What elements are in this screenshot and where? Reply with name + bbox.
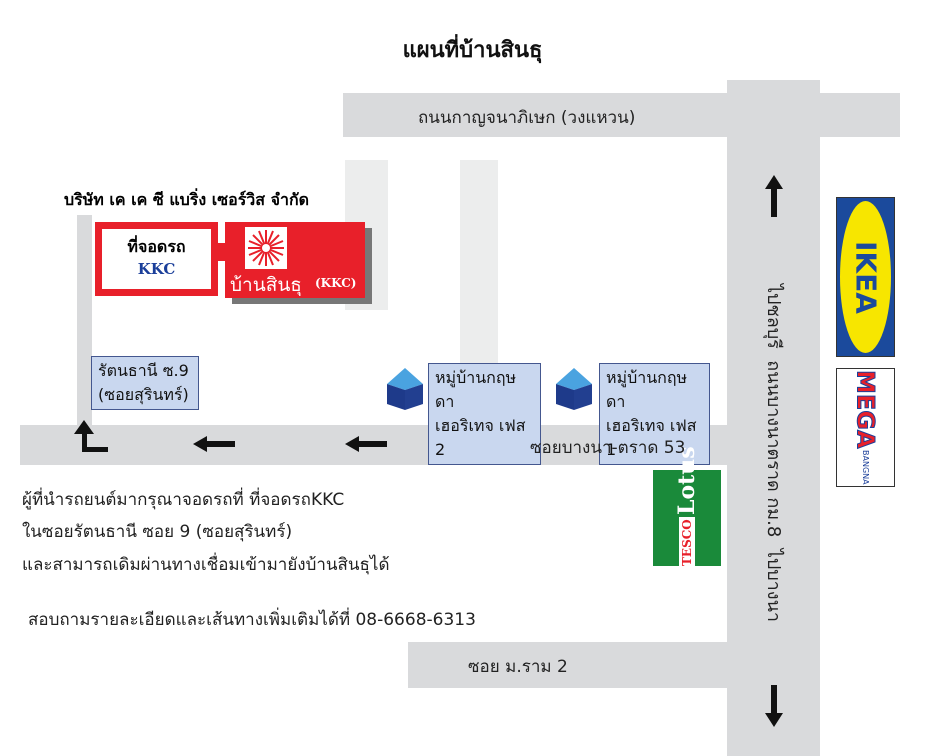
connector [218,243,226,261]
village-phase2-label: หมู่บ้านกฤษดา เฮอริเทจ เฟส 2 [428,363,541,465]
ram2-road: ซอย ม.ราม 2 [408,642,728,688]
arrow-left-icon [193,436,235,452]
company-name: บริษัท เค เค ซี แบริ่ง เซอร์วิส จำกัด [64,190,310,209]
road-label: ไปชลบุรี ถนนบางนาตราด กม.8 ไปบางนา [763,283,784,622]
parking-kkc: KKC [137,260,176,278]
note-line: ในซอยรัตนธานี ซอย 9 (ซอยสุรินทร์) [22,522,293,542]
parking-sign: ที่จอดรถ KKC [95,222,218,296]
building-sign: บ้านสินธุ (KKC) [225,222,365,298]
soi9-line1: รัตนธานี ซ.9 [98,361,189,380]
village2-line2: เฮอริเทจ เฟส 2 [435,416,526,459]
mega-bangna-logo: MEGA BANGNA [836,368,895,487]
road-label: ถนนกาญจนาภิเษก (วงแหวน) [418,108,636,128]
road-label: ซอยบางนา-ตราด 53 [530,438,686,458]
soi9-line2: (ซอยสุรินทร์) [98,385,189,404]
contact-info: สอบถามรายละเอียดและเส้นทางเพิ่มเติมได้ที… [28,610,476,630]
arrow-left-icon [345,436,387,452]
map-title: แผนที่บ้านสินธุ [402,38,543,63]
note-line: ผู้ที่นำรถยนต์มากรุณาจอดรถที่ ที่จอดรถKK… [22,490,345,510]
tesco-text: TESCO [679,517,695,569]
arrow-down-icon [765,685,783,727]
soi9-label: รัตนธานี ซ.9 (ซอยสุรินทร์) [91,356,199,410]
note-line: และสามารถเดิมผ่านทางเชื่อมเข้ามายังบ้านส… [22,555,390,575]
building-name: บ้านสินธุ [230,274,302,296]
building-tag: (KKC) [315,276,357,290]
sun-logo-icon [245,227,287,269]
ikea-text: IKEA [849,240,883,314]
village-phase1-label: หมู่บ้านกฤษดา เฮอริเทจ เฟส 1 [599,363,710,465]
village1-line2: เฮอริเทจ เฟส 1 [606,416,697,459]
village1-line1: หมู่บ้านกฤษดา [606,368,688,411]
house-icon [556,368,592,410]
soi9-road [77,215,92,430]
mega-sub-text: BANGNA [861,449,870,485]
ikea-text-wrap: IKEA [837,198,894,356]
village2-line1: หมู่บ้านกฤษดา [435,368,517,411]
ikea-logo: IKEA [836,197,895,357]
road-label: ซอย ม.ราม 2 [468,657,568,677]
lotus-thai: เทสโก้โลตัส [671,570,703,590]
tesco-lotus-logo: เทสโก้โลตัส TESCO Lotus [653,447,721,589]
house-icon [387,368,423,410]
bangna-trat-road: ไปชลบุรี ถนนบางนาตราด กม.8 ไปบางนา [727,80,820,756]
arrow-up-icon [765,175,783,217]
turn-up-arrow-icon [74,420,108,452]
parking-label: ที่จอดรถ [127,237,186,256]
mega-text: MEGA [851,370,880,450]
